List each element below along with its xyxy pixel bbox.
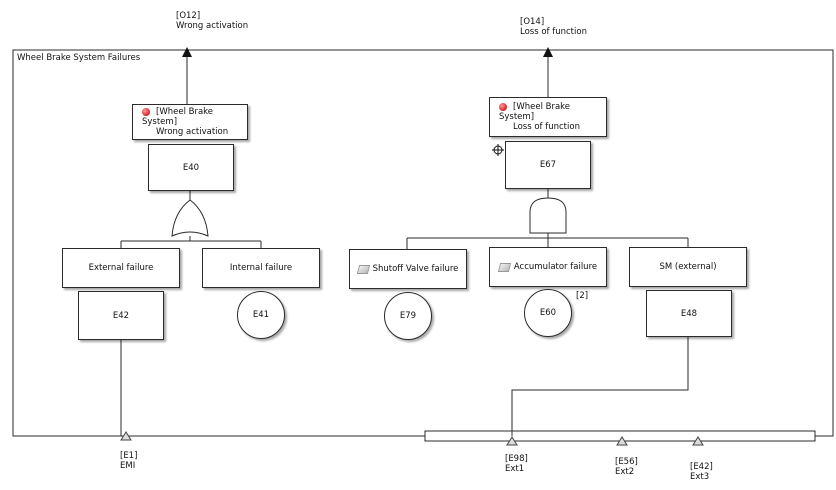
event-e42[interactable]: E42 xyxy=(78,291,164,340)
event-status-dot-icon xyxy=(142,107,150,116)
input-label: Ext2 xyxy=(615,467,635,477)
input-label: Ext1 xyxy=(505,464,525,474)
and-gate xyxy=(529,197,567,234)
event-label: Accumulator failure xyxy=(513,262,598,272)
triangle-icon xyxy=(506,436,518,446)
component-icon xyxy=(497,262,512,272)
event-label: Shutoff Valve failure xyxy=(372,264,459,274)
input-e1[interactable]: [E1] EMI xyxy=(120,451,137,471)
input-label: EMI xyxy=(120,461,136,471)
event-e48[interactable]: E48 xyxy=(646,290,732,337)
event-e60[interactable]: E60 xyxy=(524,289,572,337)
input-e42[interactable]: [E42] Ext3 xyxy=(690,462,713,482)
frame-title: Wheel Brake System Failures xyxy=(17,53,141,63)
input-e56[interactable]: [E56] Ext2 xyxy=(615,457,638,477)
input-label: Ext3 xyxy=(690,472,710,482)
event-status-dot-icon xyxy=(499,102,507,111)
triangle-icon xyxy=(120,431,132,441)
sm-external-event[interactable]: SM (external) xyxy=(629,247,747,287)
component-icon xyxy=(356,264,370,274)
arrow-up-icon xyxy=(182,47,192,57)
event-desc: Wrong activation xyxy=(156,127,229,137)
occurrence-count: [2] xyxy=(576,291,589,301)
event-desc: Loss of function xyxy=(513,122,580,132)
crosshair-icon xyxy=(492,144,504,156)
output-id: [O14] xyxy=(520,17,545,27)
event-e79[interactable]: E79 xyxy=(384,292,432,340)
event-e40[interactable]: E40 xyxy=(148,144,234,191)
top-event-right[interactable]: [Wheel Brake System] Loss of function xyxy=(489,97,607,137)
output-o14[interactable]: [O14] Loss of function xyxy=(520,17,587,37)
output-o12[interactable]: [O12] Wrong activation xyxy=(176,11,248,31)
triangle-icon xyxy=(616,436,628,446)
shutoff-valve-failure-event[interactable]: Shutoff Valve failure xyxy=(349,249,467,289)
event-system: [Wheel Brake System] xyxy=(499,102,571,122)
input-id: [E1] xyxy=(120,451,138,461)
arrow-up-icon xyxy=(543,47,553,57)
external-failure-event[interactable]: External failure xyxy=(62,248,180,288)
accumulator-failure-event[interactable]: Accumulator failure xyxy=(489,247,607,287)
input-id: [E56] xyxy=(615,457,638,467)
or-gate xyxy=(171,199,209,237)
event-system: [Wheel Brake System] xyxy=(142,107,214,127)
event-e41[interactable]: E41 xyxy=(237,291,285,339)
output-id: [O12] xyxy=(176,11,201,21)
input-e98[interactable]: [E98] Ext1 xyxy=(505,454,528,474)
input-id: [E98] xyxy=(505,454,528,464)
triangle-icon xyxy=(692,436,704,446)
input-id: [E42] xyxy=(690,462,713,472)
top-event-left[interactable]: [Wheel Brake System] Wrong activation xyxy=(132,104,248,140)
main-frame xyxy=(12,49,834,437)
internal-failure-event[interactable]: Internal failure xyxy=(202,248,320,288)
output-label: Wrong activation xyxy=(176,21,249,31)
output-label: Loss of function xyxy=(520,27,587,37)
event-e67[interactable]: E67 xyxy=(505,141,591,189)
